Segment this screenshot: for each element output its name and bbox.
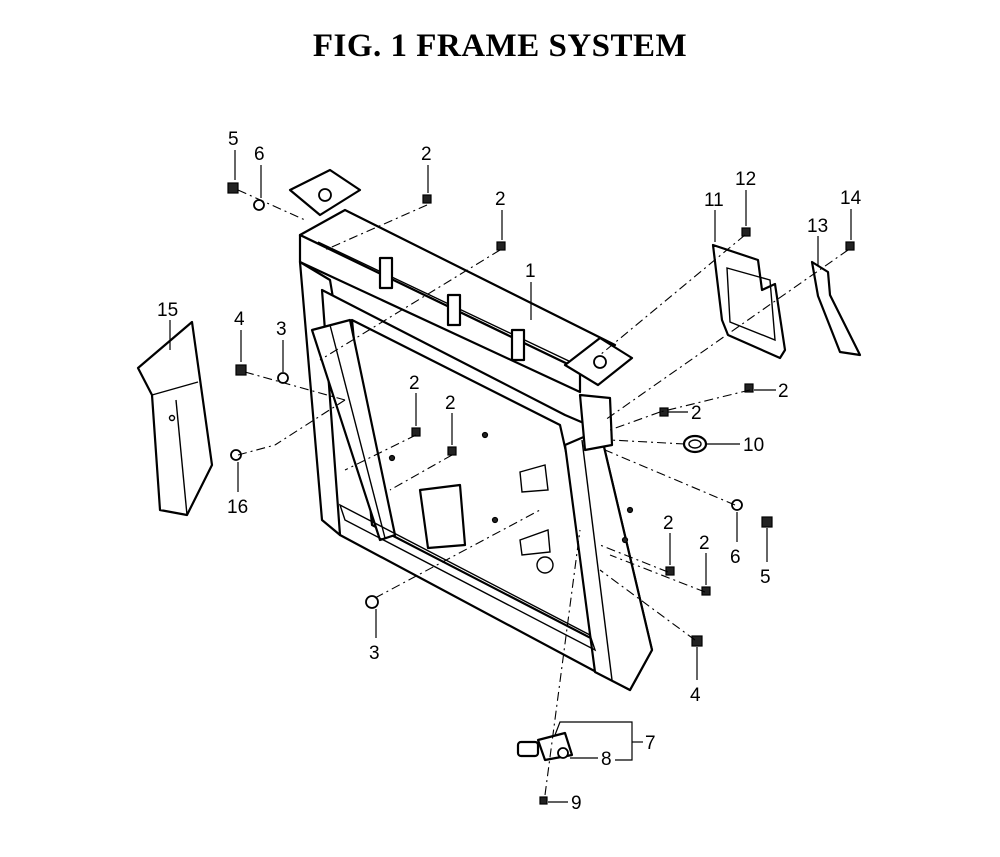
leader-lines xyxy=(169,150,852,803)
callout-1: 1 xyxy=(525,261,536,282)
callout-12: 12 xyxy=(735,169,756,190)
callout-2: 2 xyxy=(699,533,710,554)
callout-2: 2 xyxy=(495,189,506,210)
callout-3: 3 xyxy=(369,643,380,664)
callout-10: 10 xyxy=(743,435,764,456)
callout-2: 2 xyxy=(778,381,789,402)
callout-4: 4 xyxy=(690,685,701,706)
callout-7: 7 xyxy=(645,733,656,754)
callout-2: 2 xyxy=(663,513,674,534)
part-10-bearing xyxy=(682,434,708,454)
callout-13: 13 xyxy=(807,216,828,237)
assembly-lines xyxy=(237,189,849,796)
part-15-side-cover xyxy=(136,320,214,517)
callout-2: 2 xyxy=(445,393,456,414)
callout-2: 2 xyxy=(409,373,420,394)
callout-15: 15 xyxy=(157,300,178,321)
callout-6: 6 xyxy=(254,144,265,165)
callout-8: 8 xyxy=(601,749,612,770)
callout-14: 14 xyxy=(840,188,862,209)
callout-11: 11 xyxy=(704,190,724,211)
callout-3: 3 xyxy=(276,319,287,340)
callout-5: 5 xyxy=(228,129,239,150)
part-11-bracket xyxy=(711,243,787,360)
part-1-main-frame xyxy=(288,168,654,692)
hardware xyxy=(227,182,855,805)
callout-5: 5 xyxy=(760,567,771,588)
callout-numbers: 1 2 2 2 2 2 2 2 2 3 3 4 4 5 5 6 6 7 8 9 … xyxy=(157,129,862,814)
callout-2: 2 xyxy=(691,403,702,424)
figure-title: FIG. 1 FRAME SYSTEM xyxy=(312,28,688,64)
callout-16: 16 xyxy=(227,497,248,518)
callout-6: 6 xyxy=(730,547,741,568)
part-7-latch-assembly xyxy=(516,731,574,762)
part-13-plate xyxy=(810,260,862,357)
callout-2: 2 xyxy=(421,144,432,165)
callout-9: 9 xyxy=(571,793,582,814)
callout-4: 4 xyxy=(234,309,245,330)
